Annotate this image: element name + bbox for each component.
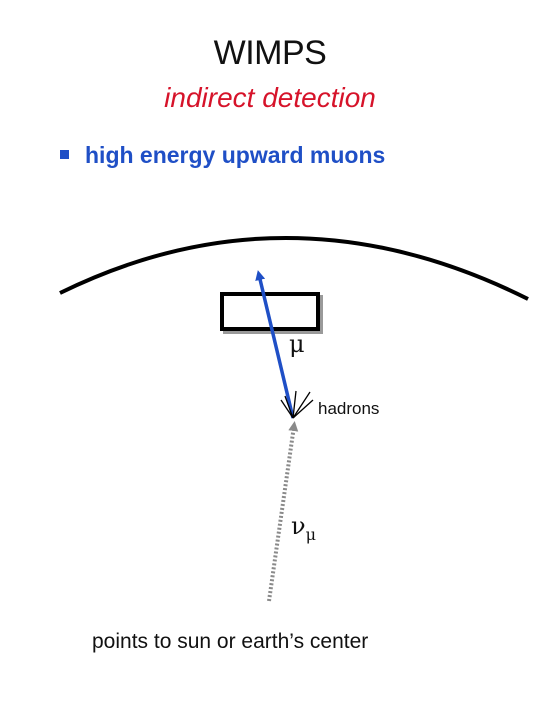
hadrons-label: hadrons — [318, 399, 380, 418]
muon-label: μ — [289, 330, 305, 358]
hadron-shower — [280, 390, 314, 419]
bullet-text: high energy upward muons — [85, 142, 386, 168]
neutrino-track — [267, 421, 299, 602]
page-subtitle: indirect detection — [164, 82, 376, 113]
caption-text: points to sun or earth’s center — [92, 630, 369, 653]
neutrino-symbol: ν — [291, 512, 306, 540]
earth-surface-arc — [59, 235, 529, 301]
square-bullet-icon — [60, 150, 69, 160]
page-title: WIMPS — [213, 34, 327, 72]
bullet-item: high energy upward muons — [60, 142, 385, 169]
neutrino-label: νμ — [291, 512, 316, 544]
muon-track — [255, 270, 295, 419]
neutrino-flavor-subscript: μ — [305, 525, 316, 544]
